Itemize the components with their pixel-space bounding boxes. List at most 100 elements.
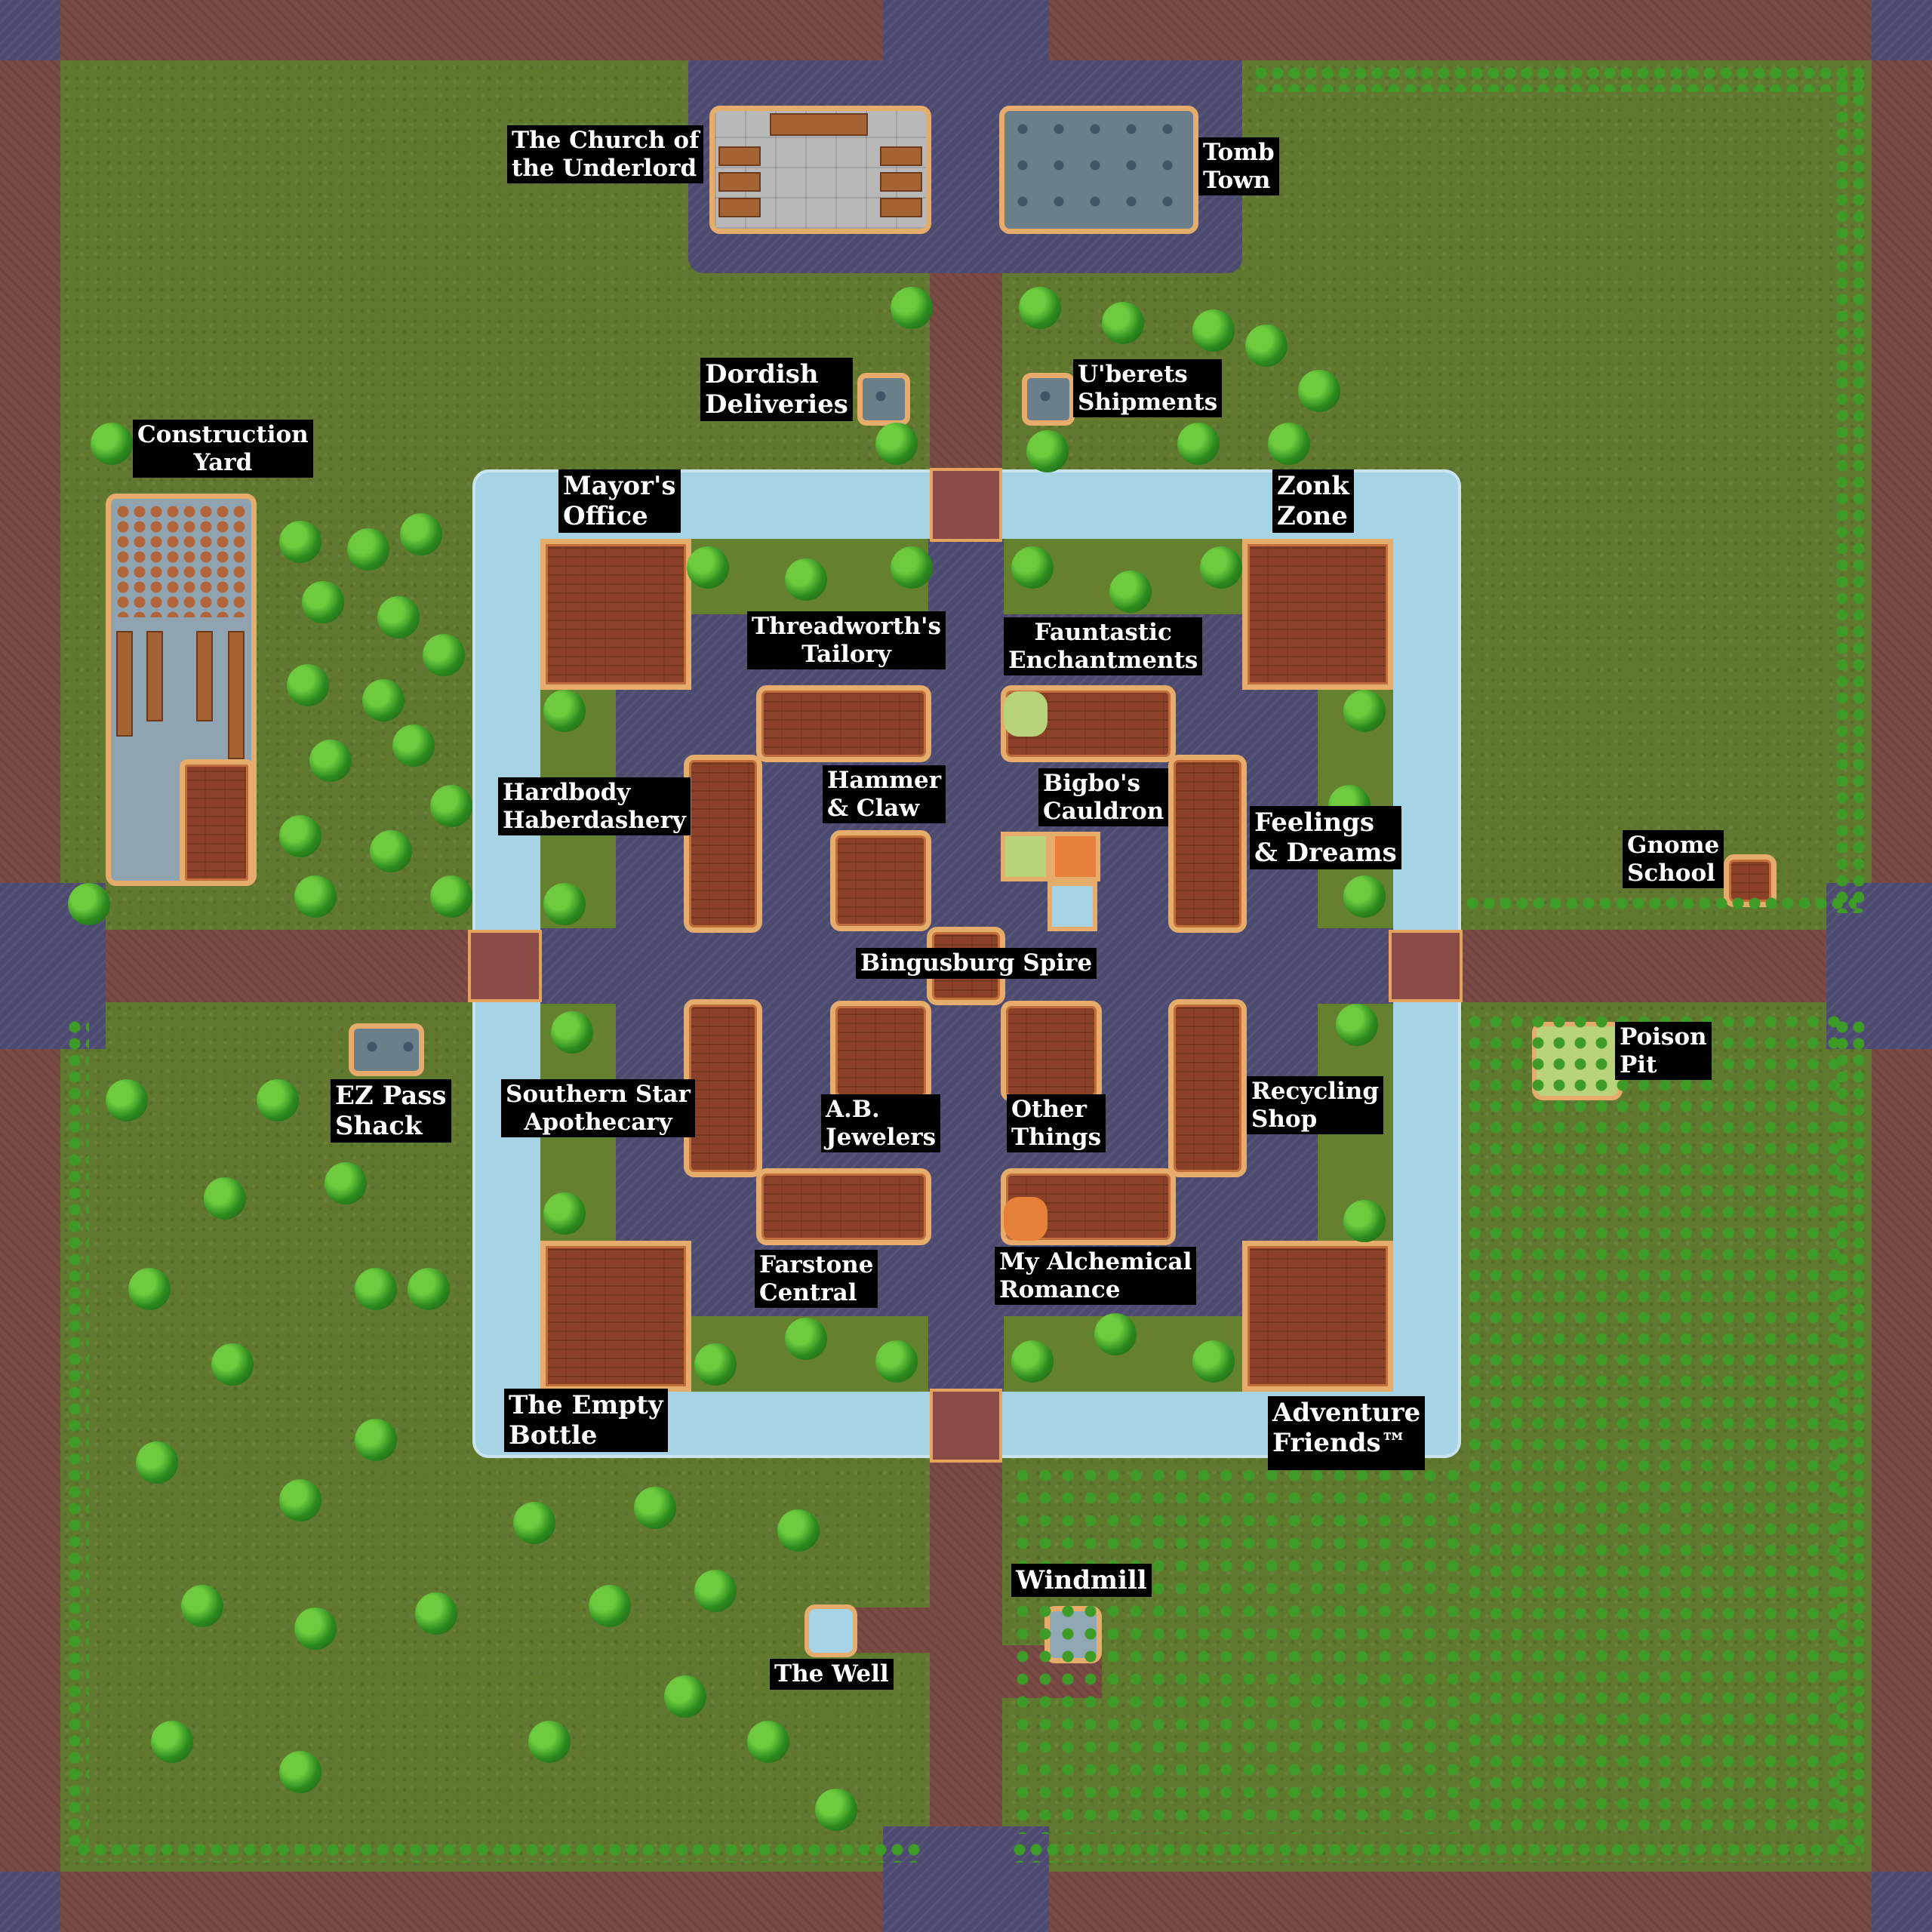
label-threadworths-tailory: Threadworth's Tailory bbox=[747, 611, 946, 670]
adventure-friends bbox=[1242, 1241, 1393, 1392]
tree bbox=[1343, 875, 1386, 918]
tree bbox=[430, 785, 472, 827]
enchantment-pool bbox=[1004, 691, 1048, 737]
tree bbox=[1177, 423, 1220, 465]
church-pew bbox=[880, 172, 922, 192]
road-main-north bbox=[930, 272, 1002, 483]
tree bbox=[1298, 370, 1340, 412]
tree bbox=[815, 1789, 857, 1831]
hedge-gnome-row bbox=[1464, 895, 1857, 915]
lumber-pile bbox=[146, 631, 163, 721]
label-dordish-deliveries: Dordish Deliveries bbox=[700, 358, 853, 422]
corner-plaza-nw bbox=[0, 0, 60, 60]
corner-plaza-sw bbox=[0, 1872, 60, 1932]
tree bbox=[543, 1192, 586, 1235]
church-pew bbox=[718, 172, 761, 192]
bridge-north bbox=[930, 468, 1002, 542]
hedge-west-south bbox=[66, 1019, 89, 1849]
tree bbox=[694, 1343, 737, 1386]
tree bbox=[1245, 325, 1287, 367]
lumber-pile bbox=[116, 631, 133, 737]
label-hammer-and-claw: Hammer & Claw bbox=[823, 765, 946, 824]
tree bbox=[309, 740, 352, 782]
tree bbox=[294, 875, 337, 918]
hedge-north-east bbox=[1253, 65, 1864, 92]
corner-plaza-ne bbox=[1872, 0, 1932, 60]
road-main-west bbox=[60, 930, 483, 1002]
tree bbox=[1192, 1340, 1235, 1383]
southern-star-apothecary bbox=[684, 999, 762, 1177]
hedge-south-west bbox=[75, 1841, 921, 1863]
tree bbox=[151, 1721, 193, 1763]
label-my-alchemical-romance: My Alchemical Romance bbox=[995, 1247, 1197, 1306]
zonk-zone bbox=[1242, 539, 1393, 690]
tree bbox=[279, 815, 321, 857]
bigbos-cauldron-water bbox=[1048, 881, 1097, 931]
label-mayors-office: Mayor's Office bbox=[558, 469, 681, 534]
mayors-office bbox=[540, 539, 691, 690]
church-pew bbox=[880, 146, 922, 166]
tree bbox=[370, 830, 412, 872]
label-fauntastic-enchantments: Fauntastic Enchantments bbox=[1004, 617, 1203, 676]
label-ez-pass-shack: EZ Pass Shack bbox=[331, 1079, 451, 1143]
tree bbox=[423, 634, 465, 676]
ab-jewelers bbox=[830, 1001, 931, 1102]
tree bbox=[1343, 690, 1386, 732]
gate-plaza-north bbox=[883, 0, 1049, 60]
hedge-east-north bbox=[1834, 75, 1864, 913]
label-poison-pit: Poison Pit bbox=[1615, 1022, 1712, 1081]
ez-pass-shack bbox=[349, 1023, 424, 1076]
tree bbox=[257, 1079, 299, 1121]
recycling-shop bbox=[1168, 999, 1247, 1177]
church-pew bbox=[718, 146, 761, 166]
tree bbox=[785, 1318, 827, 1360]
tree bbox=[1268, 423, 1310, 465]
lumber-pile bbox=[228, 631, 245, 759]
farstone-central bbox=[756, 1168, 931, 1245]
feelings-and-dreams bbox=[1168, 755, 1247, 933]
bridge-west bbox=[468, 930, 542, 1002]
tree bbox=[1102, 302, 1144, 344]
church-of-the-underlord bbox=[709, 106, 931, 234]
bridge-south bbox=[930, 1389, 1002, 1463]
tree bbox=[362, 679, 405, 721]
alchemical-pool bbox=[1004, 1197, 1048, 1241]
threadworths-tailory bbox=[756, 685, 931, 762]
hammer-and-claw bbox=[830, 830, 931, 931]
construction-office bbox=[180, 759, 254, 886]
label-recycling-shop: Recycling Shop bbox=[1247, 1076, 1384, 1135]
tree bbox=[1011, 1340, 1054, 1383]
label-uberets-shipments: U'berets Shipments bbox=[1073, 359, 1223, 418]
tree bbox=[687, 546, 729, 589]
church-altar bbox=[770, 113, 868, 136]
tree bbox=[408, 1268, 450, 1310]
tree bbox=[694, 1570, 737, 1612]
tree bbox=[400, 513, 442, 555]
label-hardbody-haberdashery: Hardbody Haberdashery bbox=[498, 777, 691, 836]
tree bbox=[211, 1343, 254, 1386]
other-things bbox=[1001, 1001, 1102, 1102]
bridge-east bbox=[1389, 930, 1463, 1002]
dense-forest bbox=[1464, 1011, 1841, 1834]
tree bbox=[136, 1441, 178, 1484]
label-the-well: The Well bbox=[770, 1659, 894, 1690]
church-pew bbox=[718, 198, 761, 217]
tree bbox=[891, 546, 933, 589]
tree bbox=[415, 1592, 457, 1635]
tree bbox=[128, 1268, 171, 1310]
brick-rubble bbox=[115, 504, 248, 617]
the-empty-bottle bbox=[540, 1241, 691, 1392]
tree bbox=[355, 1268, 397, 1310]
uberets-shipments-hut bbox=[1022, 373, 1075, 426]
label-windmill: Windmill bbox=[1011, 1564, 1152, 1598]
tree bbox=[891, 287, 933, 329]
tree bbox=[325, 1162, 367, 1204]
label-construction-yard: Construction Yard bbox=[133, 420, 313, 478]
tree bbox=[91, 423, 133, 465]
tree bbox=[1109, 571, 1152, 613]
tree bbox=[279, 1751, 321, 1793]
tree bbox=[747, 1721, 789, 1763]
tree bbox=[543, 690, 586, 732]
church-pew bbox=[880, 198, 922, 217]
tree bbox=[875, 1340, 918, 1383]
